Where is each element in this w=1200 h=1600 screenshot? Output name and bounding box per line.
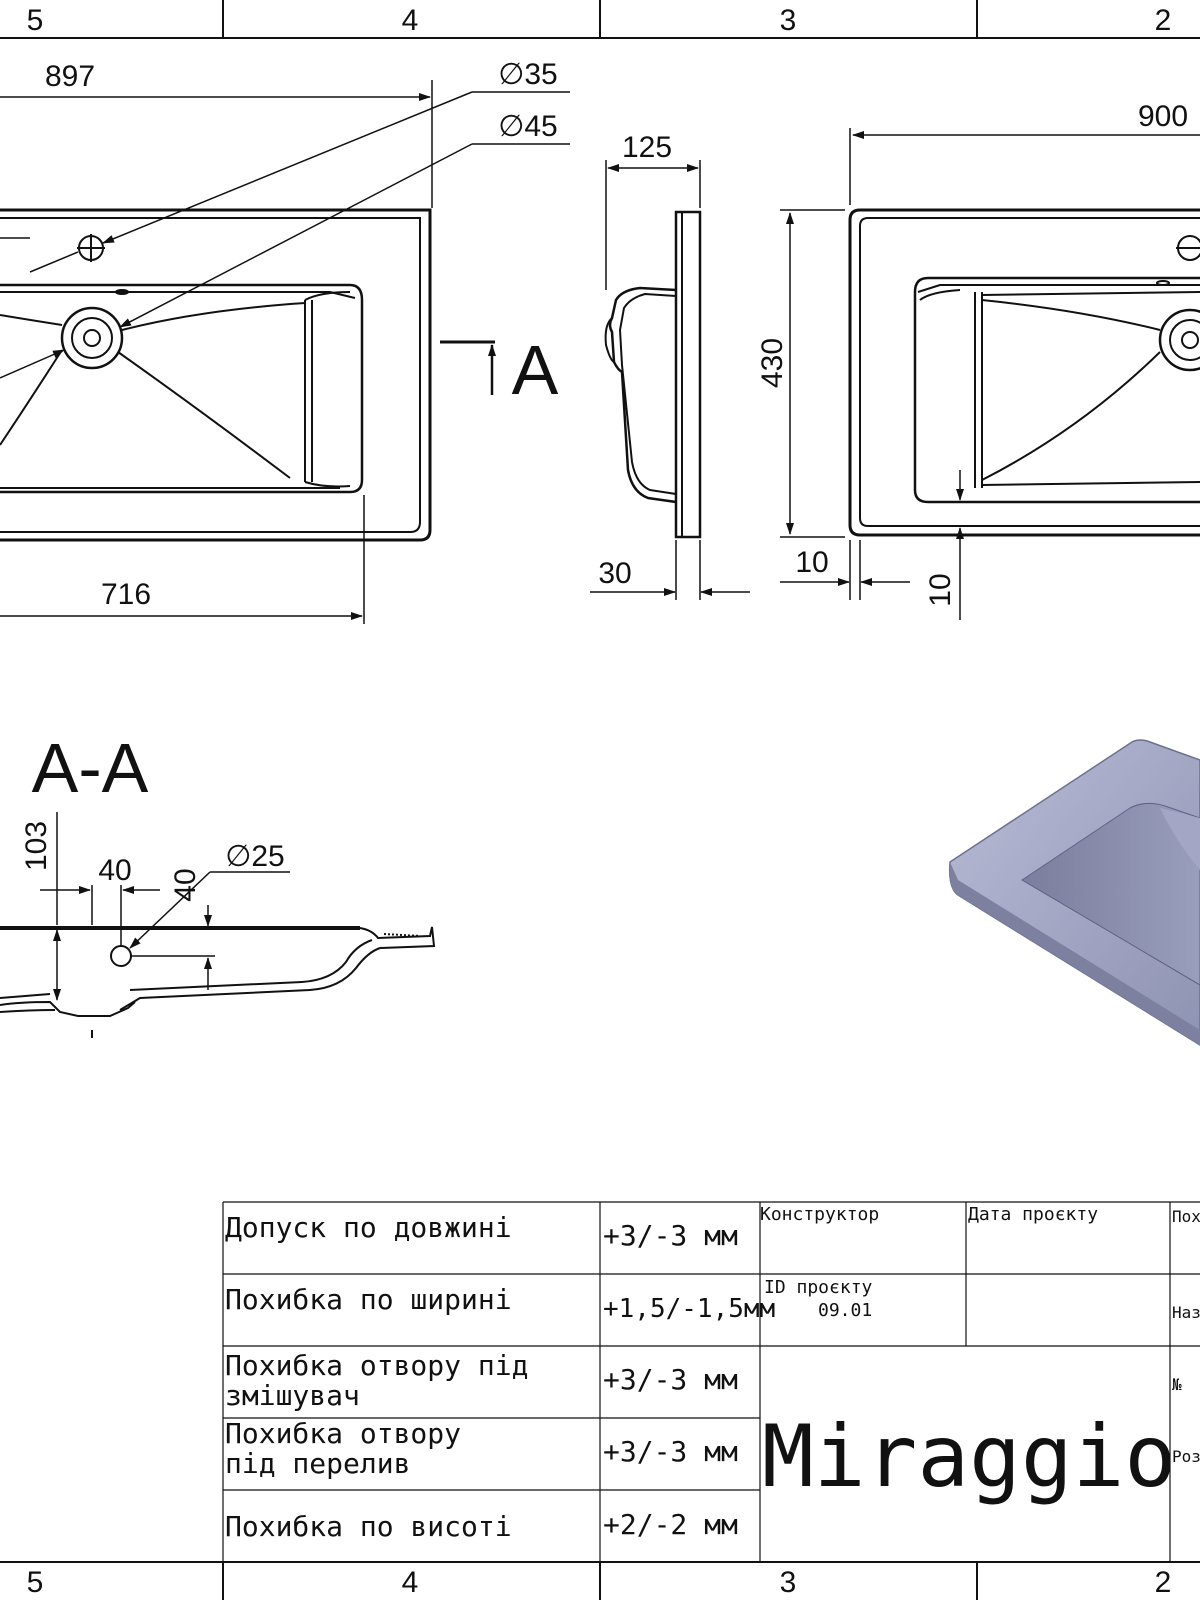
sink-3d-render <box>948 739 1200 1046</box>
dimension-40-horizontal: 40 <box>98 854 131 887</box>
tolerance-label: Похибка отвору <box>225 1417 461 1450</box>
side-view <box>604 210 702 539</box>
hole-diameter-35: ∅35 <box>498 58 558 91</box>
zone-label: 4 <box>402 1566 419 1599</box>
dimension-30: 30 <box>598 557 631 590</box>
title-block-grid <box>222 1201 1200 1562</box>
tolerance-value: +3/-3 мм <box>603 1435 738 1468</box>
tolerance-value: +3/-3 мм <box>603 1219 738 1252</box>
title-block-label: № <box>1172 1375 1182 1394</box>
dimension-716: 716 <box>101 578 151 611</box>
dimension-900: 900 <box>1138 100 1188 133</box>
dimension-897: 897 <box>45 60 95 93</box>
project-id-label: ID проєкту <box>764 1277 873 1298</box>
zone-labels-top: 5 4 3 2 <box>27 4 1172 37</box>
tolerance-label: Похибка по висоті <box>225 1510 512 1543</box>
dimension-40-vertical: 40 <box>169 868 202 901</box>
zone-label: 3 <box>780 4 797 37</box>
title-block-label: Наз <box>1172 1303 1200 1322</box>
section-dimensions <box>40 812 290 1001</box>
section-title: A-A <box>32 729 149 807</box>
brand-logo: Miraggio <box>762 1407 1176 1507</box>
designer-label: Конструктор <box>760 1204 879 1225</box>
tolerance-label: під перелив <box>225 1447 410 1480</box>
project-date-label: Дата проєкту <box>968 1204 1098 1225</box>
zone-label: 2 <box>1155 1566 1172 1599</box>
zone-labels-bottom: 5 4 3 2 <box>27 1566 1172 1599</box>
tolerance-label: змішувач <box>225 1379 360 1412</box>
dimension-10-horizontal: 10 <box>795 546 828 579</box>
dimension-125: 125 <box>622 131 672 164</box>
section-view <box>0 926 436 1038</box>
dimension-430: 430 <box>756 338 789 388</box>
section-mark: A <box>512 331 559 409</box>
dimension-103: 103 <box>20 821 53 871</box>
zone-label: 3 <box>780 1566 797 1599</box>
dimension-10-vertical: 10 <box>924 573 957 606</box>
tolerance-value: +1,5/-1,5мм <box>603 1294 775 1324</box>
tolerance-label: Похибка отвору під <box>225 1349 528 1382</box>
top-view-dimensions <box>0 80 570 624</box>
hole-diameter-45: ∅45 <box>498 110 558 143</box>
right-view-dimensions <box>780 128 1200 620</box>
tolerance-value: +2/-2 мм <box>603 1508 738 1541</box>
tolerance-label: Похибка по ширині <box>225 1283 512 1316</box>
zone-label: 5 <box>27 1566 44 1599</box>
tolerance-value: +3/-3 мм <box>603 1363 738 1396</box>
tolerance-table: Допуск по довжині +3/-3 мм Похибка по ши… <box>225 1211 775 1543</box>
title-block-label: Роз <box>1172 1447 1200 1466</box>
tolerance-label: Допуск по довжині <box>225 1211 512 1244</box>
zone-label: 2 <box>1155 4 1172 37</box>
project-id-value: 09.01 <box>818 1300 872 1321</box>
title-block-fields: Конструктор Дата проєкту ID проєкту 09.0… <box>760 1204 1200 1507</box>
side-view-dimensions <box>590 160 750 600</box>
zone-label: 4 <box>402 4 419 37</box>
top-view <box>0 208 432 542</box>
overflow-diameter-25: ∅25 <box>225 840 285 873</box>
zone-label: 5 <box>27 4 44 37</box>
title-block-label: Пох <box>1172 1207 1200 1226</box>
right-view <box>848 208 1200 537</box>
